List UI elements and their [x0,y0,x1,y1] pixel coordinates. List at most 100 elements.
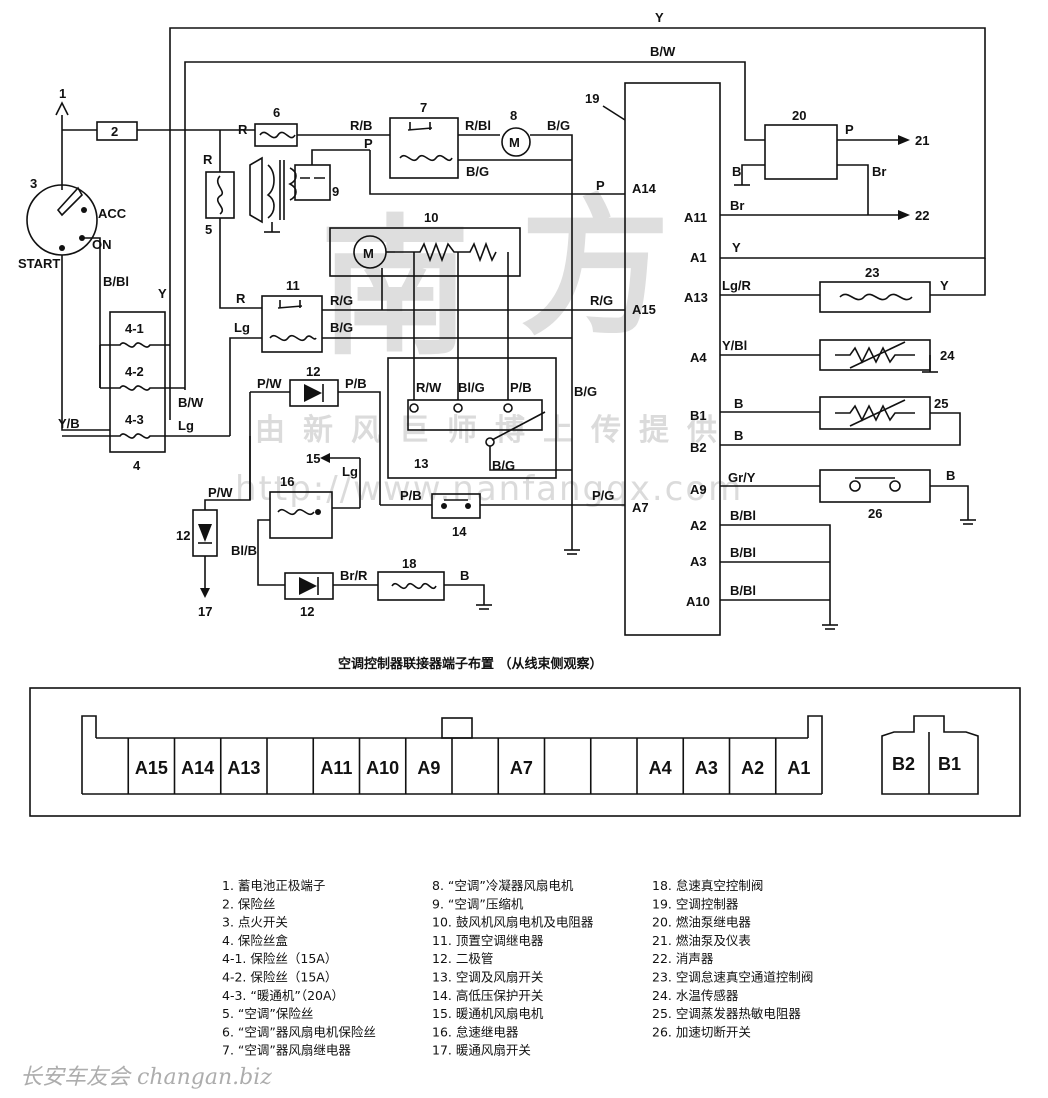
watermark-char-1: 南 [320,200,470,376]
label-b-18: B [460,568,469,583]
legend-item: 10. 鼓风机风扇电机及电阻器 [432,915,594,930]
label-pb-14: P/B [400,488,422,503]
pin-a7: A7 [632,500,649,515]
label-r-3: R [236,291,246,306]
wire-lg-relay11 [229,337,262,436]
legend-item: 17. 暖通风扇开关 [432,1043,531,1058]
motor-10-symbol: M [363,246,374,261]
label-12-left: 12 [176,528,190,543]
fuse-box-4: 4-1 4-2 4-3 4 B/W Lg [62,311,230,473]
label-bbl-switch: B/Bl [103,274,129,289]
wire-bw-top [184,61,765,390]
legend-item: 13. 空调及风扇开关 [432,970,543,985]
switch-26-contact-2 [889,480,901,492]
label-7: 7 [420,100,427,115]
connector-main-outline [81,715,823,794]
label-bg-vertical: B/G [574,384,597,399]
label-10: 10 [424,210,438,225]
label-15: 15 [306,451,320,466]
sensor-24-resistor [835,346,915,364]
label-brr: Br/R [340,568,368,583]
label-start: START [18,256,60,271]
pin-a13: A13 [684,290,708,305]
watermark: 南 方 由新风巨师博上传提供 http://www.nanfangqx.com [235,180,741,509]
arrow-17-head [200,588,210,598]
valve-23-coil [839,293,913,301]
legend-item: 2. 保险丝 [222,896,275,911]
label-blb: Bl/B [231,543,257,558]
label-8: 8 [510,108,517,123]
thermistor-25-resistor [835,404,915,422]
relay-11-coil [269,334,317,342]
legend-item: 9. “空调”压缩机 [432,896,524,911]
pin-b1: B1 [690,408,707,423]
ignition-section: 1 2 3 ACC ON START B/Bl Y/B Y [18,86,255,431]
fuse-6 [254,123,298,147]
fuse-box [109,311,166,453]
connector-cell-b1: B1 [938,754,961,774]
diode-12-upper [289,379,339,407]
wire-b-relay20 [741,164,765,185]
legend-item: 4-3. “暖通机”（20A） [222,988,344,1003]
wire-p-compressor [311,149,370,165]
legend-item: 5. “空调”保险丝 [222,1006,313,1021]
legend-item: 24. 水温传感器 [652,988,739,1003]
connector-cell-a10: A10 [366,758,399,778]
label-1: 1 [59,86,66,101]
label-4: 4 [133,458,141,473]
legend-item: 12. 二极管 [432,951,493,966]
blower-box [329,227,521,277]
label-bbl-a10: B/Bl [730,583,756,598]
legend-item: 18. 怠速真空控制阀 [652,878,763,893]
wire-bbl-a2 [720,524,831,625]
switch-14-contact-1 [441,503,447,509]
label-16: 16 [280,474,294,489]
label-13: 13 [414,456,428,471]
wire-b-26 [930,485,969,520]
legend-item: 23. 空调怠速真空通道控制阀 [652,970,813,985]
label-b-b2: B [734,428,743,443]
pin-a1: A1 [690,250,707,265]
label-lg-fusebox: Lg [178,418,194,433]
relay-11-contact [277,300,303,309]
footer-watermark: 长安车友会 changan.biz [20,1065,272,1090]
motor-8-symbol: M [509,135,520,150]
label-pw-upper: P/W [257,376,282,391]
wire-yb-switch [61,255,110,431]
label-5: 5 [205,222,212,237]
label-12-lower: 12 [300,604,314,619]
wire-y-23 [930,258,986,296]
label-y-a1: Y [732,240,741,255]
switch-13-contact-2 [453,403,463,413]
valve-23 [819,281,931,313]
label-ybl: Y/Bl [722,338,747,353]
compressor-coil [266,164,275,219]
connector-frame [29,687,1021,817]
label-4-3: 4-3 [125,412,144,427]
label-bg-motor8: B/G [547,118,570,133]
label-26: 26 [868,506,882,521]
ignition-switch [26,184,98,256]
label-lg-relay11: Lg [234,320,250,335]
connector-cell-b2: B2 [892,754,915,774]
wire-r-relay11 [219,218,262,309]
legend-item: 3. 点火开关 [222,915,288,930]
compressor-9-box [294,164,331,201]
relay-16-section: P/W 12 17 16 Bl/B 12 Br/R 18 B [176,392,492,619]
legend-item: 6. “空调”器风扇电机保险丝 [222,1024,376,1039]
wire-b-18 [444,584,485,605]
label-rbl: R/Bl [465,118,491,133]
label-b-26: B [946,468,955,483]
label-bbl-a3: B/Bl [730,545,756,560]
fuse-5-element [216,175,224,215]
relay-7-section: 7 R/Bl 8 M B/G B/G P P B/G [364,100,625,555]
connector-cell-a3: A3 [695,758,718,778]
legend-item: 7. “空调”器风扇继电器 [222,1043,351,1058]
switch-14: 14 P/B P/G [380,488,625,539]
pin-a3: A3 [690,554,707,569]
label-18: 18 [402,556,416,571]
legend-item: 25. 空调蒸发器热敏电阻器 [652,1006,801,1021]
wire-y-top [169,27,986,420]
